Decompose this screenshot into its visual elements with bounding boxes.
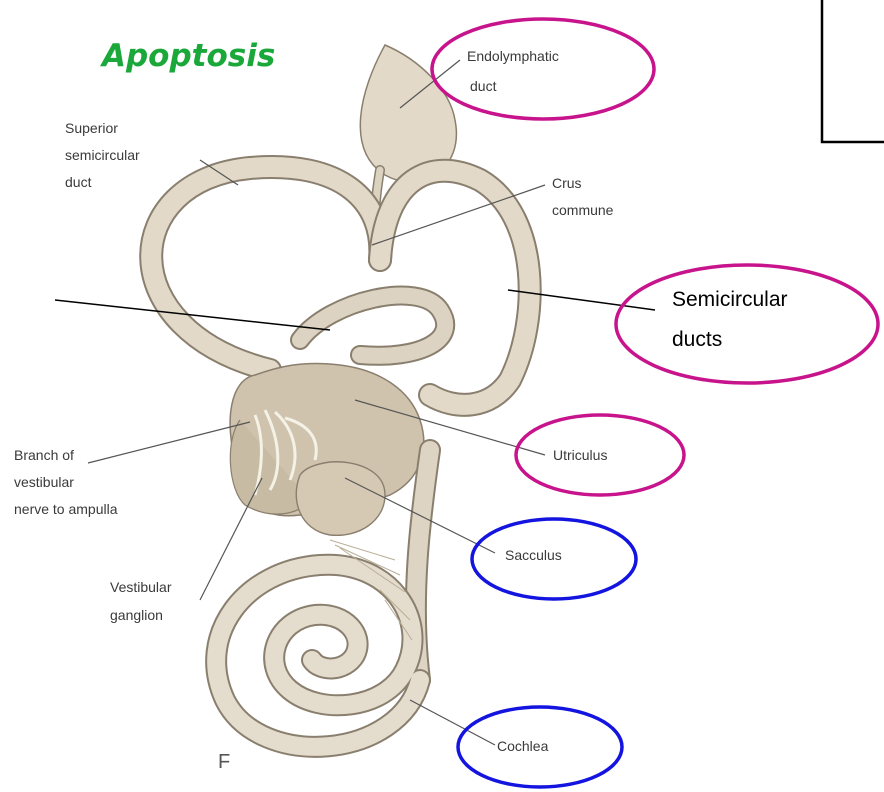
cochlea-spiral xyxy=(216,540,420,747)
ellipse-endolymphatic-duct xyxy=(432,19,654,119)
title: Apoptosis xyxy=(99,38,275,74)
label-superior-semicircular-duct: Superior semicircular duct xyxy=(65,120,144,190)
corner-box xyxy=(822,0,884,142)
panel-letter: F xyxy=(218,751,230,773)
label-crus-commune: Crus commune xyxy=(552,175,614,218)
label-cochlea: Cochlea xyxy=(497,738,549,754)
label-semicircular-ducts: Semicircular ducts xyxy=(672,288,793,351)
saccule xyxy=(296,462,385,536)
labyrinth-illustration xyxy=(151,45,529,747)
ellipse-semicircular-ducts xyxy=(616,265,878,383)
label-branch-of-vestibular-nerve: Branch of vestibular nerve to ampulla xyxy=(14,447,118,517)
label-endolymphatic-duct: Endolymphatic duct xyxy=(467,48,563,94)
label-utriculus: Utriculus xyxy=(553,447,607,463)
label-sacculus: Sacculus xyxy=(505,547,562,563)
label-vestibular-ganglion: Vestibular ganglion xyxy=(110,579,175,623)
